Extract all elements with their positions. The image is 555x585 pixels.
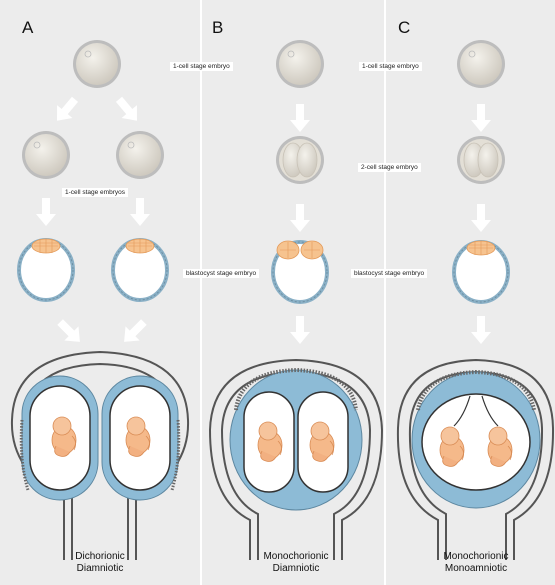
caption-a-line1: Dichorionic (20, 551, 180, 563)
label-1-cell-embryos-a: 1-cell stage embryos (62, 188, 128, 197)
panel-a-label: A (22, 18, 33, 38)
label-blastocyst-a: blastocyst stage embryo (183, 269, 259, 278)
caption-a-line2: Diamniotic (20, 563, 180, 575)
one-cell-embryo-c (457, 40, 505, 88)
label-2-cell-embryo: 2-cell stage embryo (358, 163, 421, 172)
caption-c-line1: Monochorionic (396, 551, 555, 563)
caption-a: Dichorionic Diamniotic (20, 551, 180, 575)
two-cell-embryo-c (457, 136, 505, 184)
panel-c-label: C (398, 18, 410, 38)
label-1-cell-embryo-a: 1-cell stage embryo (170, 62, 233, 71)
blastocyst-b (273, 241, 327, 302)
caption-b-line1: Monochorionic (216, 551, 376, 563)
caption-c-line2: Monoamniotic (396, 563, 555, 575)
blastocyst-a-right (113, 239, 167, 300)
blastocyst-a-left (19, 239, 73, 300)
one-cell-embryo-a-left (22, 131, 70, 179)
one-cell-embryo-a-right (116, 131, 164, 179)
divider-bc (384, 0, 386, 585)
caption-c: Monochorionic Monoamniotic (396, 551, 555, 575)
label-1-cell-embryo-c: 1-cell stage embryo (359, 62, 422, 71)
blastocyst-c (454, 241, 508, 302)
label-blastocyst-c: blastocyst stage embryo (351, 269, 427, 278)
two-cell-embryo-b (276, 136, 324, 184)
one-cell-embryo-b (276, 40, 324, 88)
amnion-c-shared (422, 394, 530, 490)
divider-ab (200, 0, 202, 585)
caption-b-line2: Diamniotic (216, 563, 376, 575)
one-cell-embryo-a (73, 40, 121, 88)
panel-b-label: B (212, 18, 223, 38)
caption-b: Monochorionic Diamniotic (216, 551, 376, 575)
